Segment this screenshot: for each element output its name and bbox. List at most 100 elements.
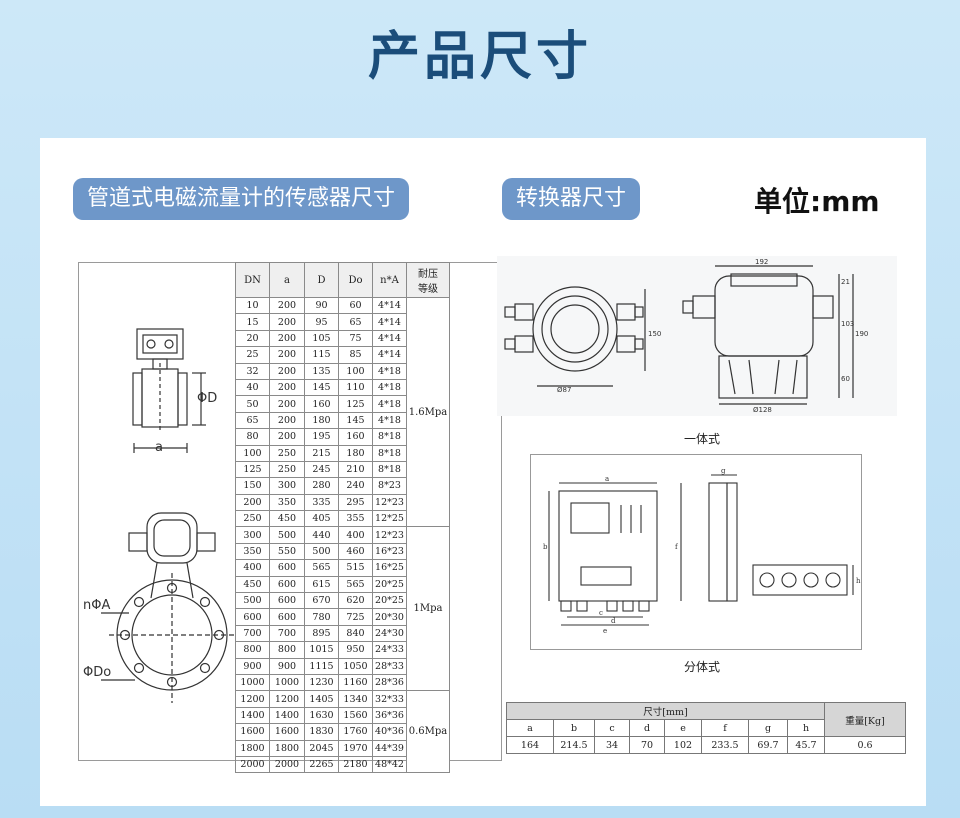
table-cell: 16*25 [372, 559, 407, 577]
table-cell: 1230 [304, 673, 339, 692]
table-cell: 28*36 [372, 673, 407, 692]
table-cell: 550 [269, 542, 305, 561]
dim-h21: 21 [841, 278, 850, 286]
dim-h190: 190 [855, 330, 868, 338]
label-nA: nΦA [83, 598, 111, 613]
table-cell: 15 [235, 313, 270, 331]
table-cell: 100 [235, 444, 270, 462]
table-cell: 4*18 [372, 411, 407, 430]
label-Do: ΦDo [83, 665, 112, 680]
integrated-converter-drawing: Ø87 150 192 Ø128 21 103 60 190 [497, 256, 897, 416]
table-cell: 2045 [304, 739, 339, 757]
table-cell: 800 [235, 641, 270, 659]
table-cell: 350 [235, 542, 270, 561]
label-a: a [155, 440, 163, 455]
table-cell: 1000 [269, 673, 305, 692]
converter-column-header: c [594, 719, 630, 737]
table-cell: 600 [269, 608, 305, 626]
weight-header: 重量[Kg] [824, 702, 906, 737]
dim-h103: 103 [841, 320, 854, 328]
table-cell: 65 [235, 411, 270, 430]
table-cell: 565 [338, 575, 373, 594]
table-cell: 1560 [338, 706, 373, 725]
integrated-caption: 一体式 [684, 432, 721, 446]
converter-value: 69.7 [748, 736, 788, 754]
table-cell: 125 [338, 395, 373, 413]
table-cell: 1050 [338, 657, 373, 675]
converter-value: 102 [664, 736, 702, 754]
table-cell: 1200 [269, 690, 305, 708]
table-cell: 4*14 [372, 346, 407, 364]
table-cell: 2000 [235, 755, 270, 774]
table-cell: 1630 [304, 706, 339, 725]
table-cell: 780 [304, 608, 339, 626]
table-cell: 295 [338, 493, 373, 512]
table-cell: 200 [269, 362, 305, 380]
table-cell: 8*23 [372, 477, 407, 495]
table-cell: 1760 [338, 723, 373, 741]
table-cell: 12*23 [372, 526, 407, 544]
page-title: 产品尺寸 [367, 27, 592, 87]
table-cell: 1000 [235, 673, 270, 692]
converter-column-header: h [787, 719, 825, 737]
table-cell: 440 [304, 526, 339, 544]
table-cell: 145 [304, 378, 339, 397]
split-dim-c: c [599, 609, 603, 617]
table-cell: 500 [304, 542, 339, 561]
table-cell: 8*18 [372, 460, 407, 479]
table-cell: 250 [269, 460, 305, 479]
table-cell: 20*25 [372, 592, 407, 610]
table-cell: 20*30 [372, 608, 407, 626]
converter-value: 214.5 [553, 736, 595, 754]
table-cell: 145 [338, 411, 373, 430]
table-cell: 80 [235, 428, 270, 446]
table-cell: 250 [269, 444, 305, 462]
converter-column-header: f [701, 719, 749, 737]
table-cell: 12*25 [372, 510, 407, 528]
table-cell: 65 [338, 313, 373, 331]
table-cell: 4*14 [372, 313, 407, 331]
table-cell: 405 [304, 510, 339, 528]
split-dim-e: e [603, 627, 607, 635]
converter-column-header: a [506, 719, 554, 737]
table-cell: 4*18 [372, 378, 407, 397]
table-cell: 48*42 [372, 755, 407, 774]
converter-column-header: d [629, 719, 665, 737]
table-cell: 615 [304, 575, 339, 594]
sensor-table-header: DN [235, 262, 270, 298]
dim-w192: 192 [755, 258, 768, 266]
table-cell: 300 [235, 526, 270, 544]
table-cell: 1200 [235, 690, 270, 708]
table-cell: 10 [235, 296, 270, 315]
table-cell: 8*18 [372, 428, 407, 446]
table-cell: 28*33 [372, 657, 407, 675]
table-cell: 1600 [235, 723, 270, 741]
split-converter-drawing: a b c d e f g h [530, 454, 862, 650]
table-cell: 180 [338, 444, 373, 462]
table-cell: 2000 [269, 755, 305, 774]
table-cell: 160 [338, 428, 373, 446]
table-cell: 1405 [304, 690, 339, 708]
table-cell: 16*23 [372, 542, 407, 561]
table-cell: 1160 [338, 673, 373, 692]
integrated-converter-icon: Ø87 150 192 Ø128 21 103 60 190 [504, 258, 868, 414]
table-cell: 50 [235, 395, 270, 413]
converter-column-header: g [748, 719, 788, 737]
sensor-table-header: n*A [372, 262, 407, 298]
table-cell: 1400 [269, 706, 305, 725]
table-cell: 600 [235, 608, 270, 626]
converter-column-header: b [553, 719, 595, 737]
table-cell: 200 [269, 313, 305, 331]
table-cell: 1115 [304, 657, 339, 675]
table-cell: 200 [269, 346, 305, 364]
sensor-diagram-icon [101, 328, 235, 703]
table-cell: 150 [235, 477, 270, 495]
table-cell: 600 [269, 592, 305, 610]
